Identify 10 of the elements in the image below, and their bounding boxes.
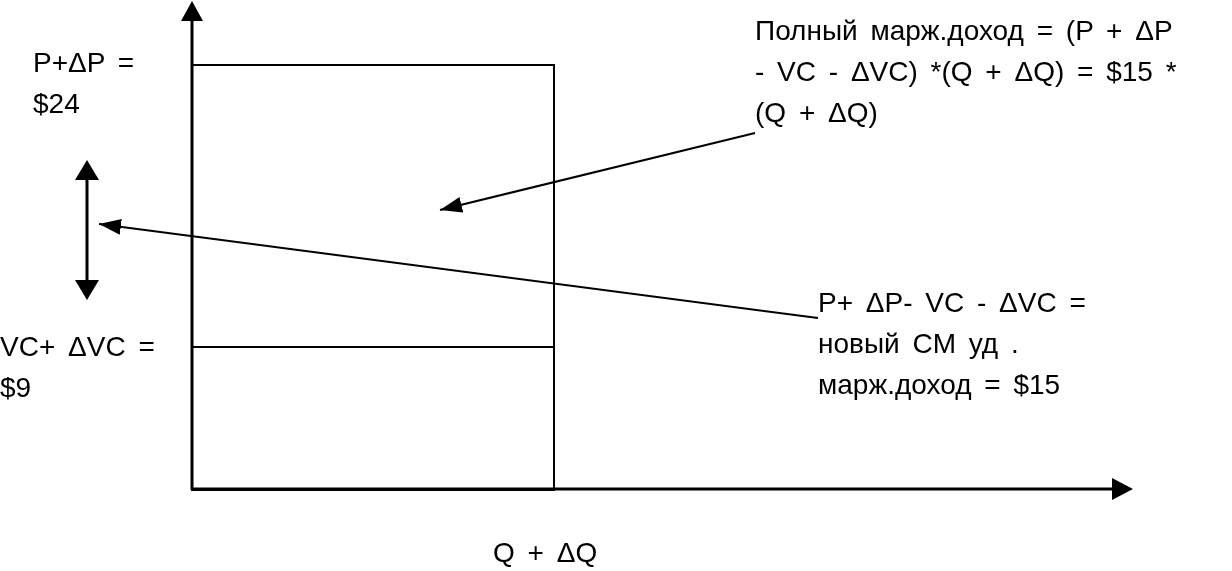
leader-arrow bbox=[439, 132, 756, 213]
upper-area-rectangle bbox=[191, 64, 555, 348]
leader-arrow bbox=[98, 218, 819, 319]
lower-area-rectangle bbox=[191, 346, 555, 491]
axis-value-label: VC+ ΔVC = $9 bbox=[0, 330, 156, 405]
axis-value-label: P+ΔP = $24 bbox=[33, 46, 136, 121]
formula-text: P+ ΔP- VC - ΔVC = новый CM уд . марж.доход = $15 bbox=[818, 282, 1087, 405]
double-arrow bbox=[75, 160, 99, 300]
axis-label: Q + ΔQ bbox=[493, 536, 599, 570]
formula-text: Полный марж.доход = (P + ΔP - VC - ΔVC) *(Q + ΔQ) = $15 *(Q + ΔQ) bbox=[755, 10, 1178, 133]
